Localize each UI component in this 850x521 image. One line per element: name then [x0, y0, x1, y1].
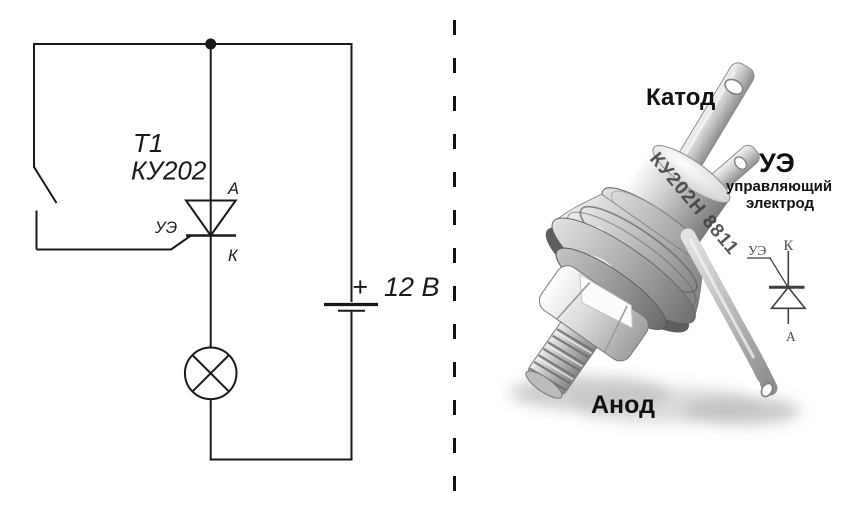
battery-voltage-label: 12 В — [384, 272, 440, 302]
gate-label: УЭ — [154, 219, 177, 237]
mini-symbol-anode-label: А — [786, 329, 796, 344]
photo-panel: КУ202Н 8811 Катод УЭ управляющий электро… — [510, 62, 832, 425]
battery-symbol — [324, 302, 378, 312]
wire-top-and-right — [33, 43, 353, 302]
photo-gate-desc-line2: электрод — [746, 195, 815, 212]
lamp-circle — [183, 346, 238, 401]
gate-wire — [36, 234, 211, 251]
thyristor-photo — [525, 62, 760, 399]
switch-blade — [33, 166, 58, 204]
cathode-lug — [668, 62, 755, 186]
lamp-cross — [191, 354, 230, 393]
lamp-symbol — [183, 346, 238, 401]
stud — [525, 318, 599, 399]
anode-label: А — [227, 180, 239, 198]
stud-threads — [529, 328, 594, 392]
wire-bottom-loop — [209, 311, 353, 461]
tab-highlight — [746, 379, 760, 389]
photo-anode-label: Анод — [591, 391, 655, 419]
photo-gate-desc-line1: управляющий — [726, 178, 832, 195]
stud-tip — [525, 370, 563, 399]
mini-symbol-gate-wire — [769, 257, 789, 287]
mini-symbol-gate-label: УЭ — [748, 243, 766, 258]
anode-tab — [680, 228, 778, 398]
cathode-label: К — [228, 247, 239, 265]
photo-gate-label: УЭ — [759, 148, 795, 178]
gate-lug-hole — [733, 156, 748, 171]
mini-thyristor-symbol: УЭ К А — [747, 238, 807, 344]
battery-plus-sign: + — [352, 272, 368, 302]
photo-cathode-label: Катод — [646, 84, 715, 111]
cathode-lug-hole — [724, 78, 744, 96]
mini-symbol-triangle — [769, 286, 807, 310]
nut-facet-line — [556, 281, 591, 320]
mini-symbol-cathode-label: К — [784, 238, 794, 254]
schematic-panel: T1 КУ202 А УЭ К + 12 В — [33, 38, 440, 461]
thyristor-part-number: КУ202 — [131, 156, 207, 186]
case-cap — [620, 145, 731, 248]
junction-dot — [205, 38, 217, 50]
tab-hole — [760, 382, 774, 398]
hex-nut — [538, 265, 649, 362]
nut-facet-line — [603, 305, 628, 353]
thyristor-designator: T1 — [133, 128, 163, 158]
thyristor-triangle — [184, 199, 238, 238]
